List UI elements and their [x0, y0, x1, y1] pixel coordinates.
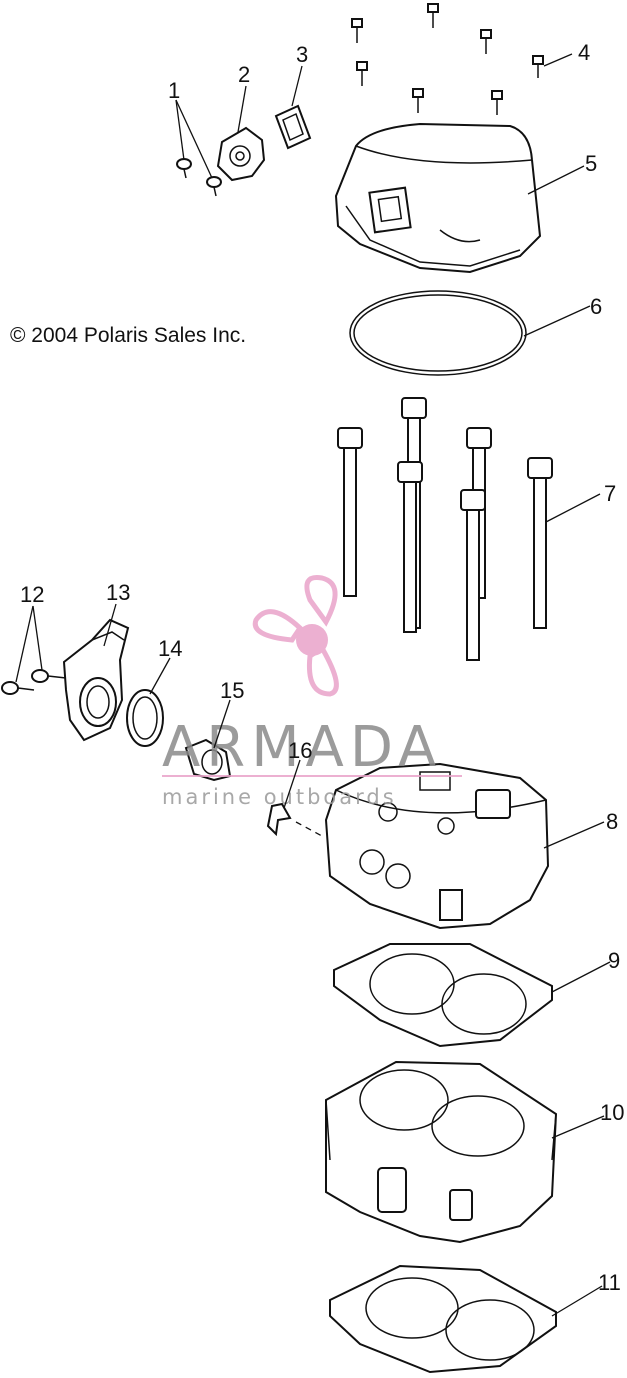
- thermostat-housing: [62, 618, 130, 742]
- callout-6: 6: [590, 294, 602, 319]
- callout-labels: 1 2 3 4 5 6 7 8 9 10 11 12 13 14 15 16: [20, 40, 624, 1295]
- base-gasket: [329, 1264, 557, 1374]
- callout-leaders: [15, 53, 611, 1317]
- thermostat-gasket: [126, 689, 164, 747]
- breather-housing: [216, 126, 266, 182]
- propeller-icon: [252, 574, 339, 697]
- thermostat-housing-screws: [1, 669, 67, 695]
- callout-4: 4: [578, 40, 590, 65]
- callout-7: 7: [604, 481, 616, 506]
- callout-13: 13: [106, 580, 130, 605]
- copyright-text: © 2004 Polaris Sales Inc.: [10, 324, 246, 347]
- breather-gasket: [274, 104, 312, 150]
- callout-14: 14: [158, 636, 182, 661]
- valve-cover: [334, 122, 542, 274]
- callout-2: 2: [238, 62, 250, 87]
- cylinder-block: [325, 1060, 558, 1244]
- head-bolts: [337, 397, 553, 661]
- fitting: [266, 802, 323, 837]
- watermark-logo: ARMADA marine outboards: [162, 574, 462, 809]
- cylinder-head: [324, 762, 550, 930]
- callout-16: 16: [288, 738, 312, 763]
- callout-15: 15: [220, 678, 244, 703]
- callout-11: 11: [598, 1270, 621, 1295]
- cover-seal-ring: [349, 290, 527, 376]
- watermark-tagline: marine outboards: [162, 785, 397, 809]
- callout-1: 1: [168, 78, 180, 103]
- mount-screws: [176, 158, 222, 197]
- callout-9: 9: [608, 948, 620, 973]
- callout-5: 5: [585, 151, 597, 176]
- valve-cover-bolts: [351, 3, 544, 115]
- watermark-brand: ARMADA: [162, 715, 442, 780]
- callout-10: 10: [600, 1100, 624, 1125]
- callout-8: 8: [606, 809, 618, 834]
- callout-3: 3: [296, 42, 308, 67]
- callout-12: 12: [20, 582, 44, 607]
- head-gasket: [333, 943, 553, 1048]
